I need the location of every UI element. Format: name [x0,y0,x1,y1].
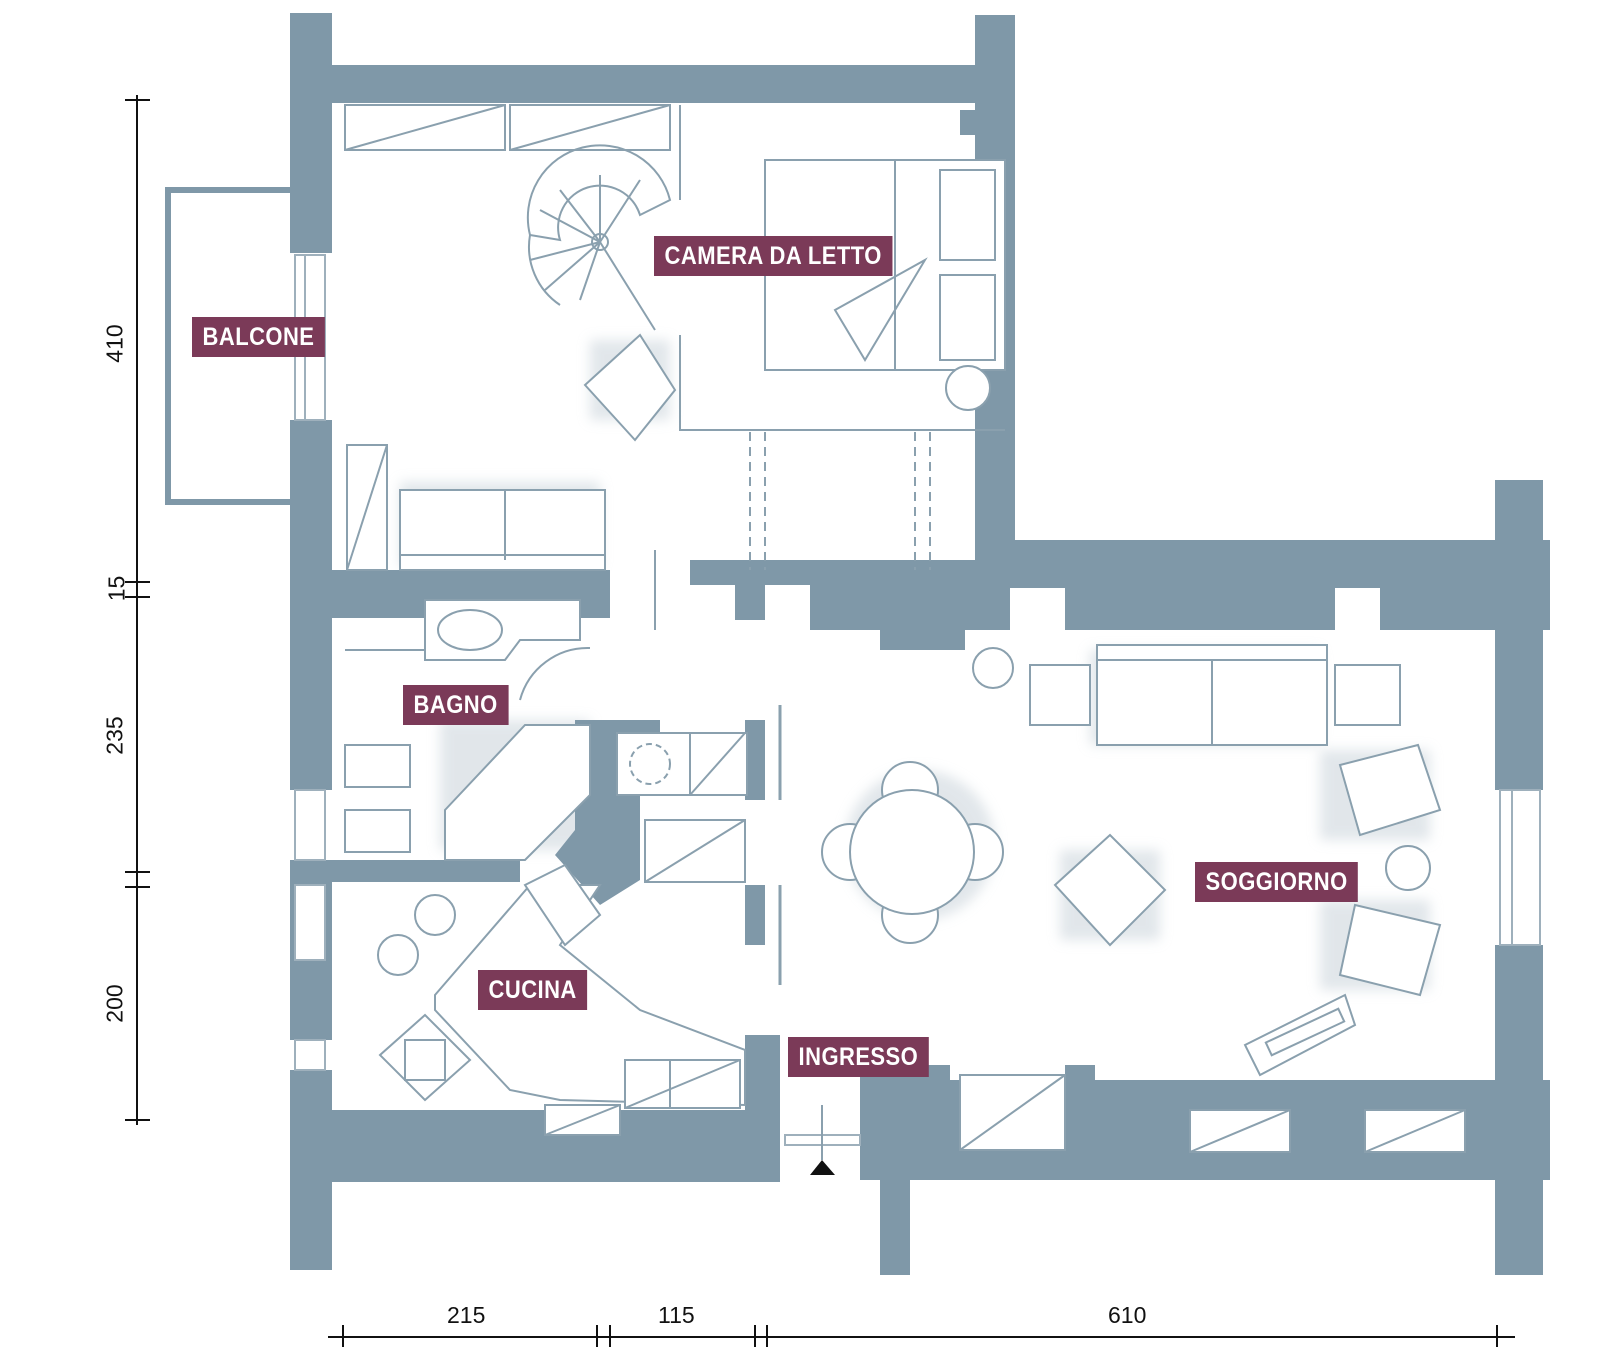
room-label-bagno: BAGNO [403,685,509,725]
dim-vertical-410: 410 [101,324,128,363]
room-label-soggiorno: SOGGIORNO [1195,862,1359,902]
dim-horizontal-115: 115 [658,1302,695,1328]
room-label-camera: CAMERA DA LETTO [654,236,893,276]
wall-left-upper [290,13,332,253]
dim-horizontal-215: 215 [447,1302,486,1328]
dim-vertical-15: 15 [103,575,130,602]
entrance-arrow-icon [810,1105,835,1175]
wall-top [290,65,1015,103]
room-label-balcone: BALCONE [192,317,325,357]
room-label-ingresso: INGRESSO [788,1037,929,1077]
dim-vertical-235: 235 [101,716,128,755]
wall-living-right [1495,480,1543,790]
spiral-staircase-icon [526,144,672,331]
walls [290,13,1550,1275]
balcony [165,187,292,505]
wall-bottom-right-stub [880,1170,910,1275]
room-label-cucina: CUCINA [478,970,588,1010]
wall-kitchen-top [290,860,520,882]
dim-horizontal-610: 610 [1108,1302,1147,1328]
dimension-lines [125,95,1515,1347]
dim-vertical-200: 200 [101,984,128,1023]
wall-living-top [1010,540,1550,588]
wall-bottom-left [290,1110,780,1182]
